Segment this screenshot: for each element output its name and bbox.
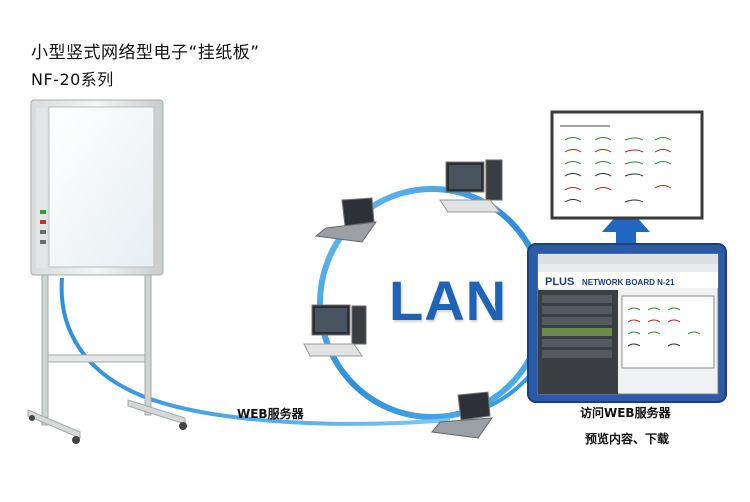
preview-download-label: 预览内容、下载 [585,430,669,447]
tablet-device [528,244,726,402]
browser-product-name: NETWORK BOARD N-21 [582,278,675,287]
lan-label: LAN [389,268,507,333]
laptop-icon [316,198,376,242]
access-server-label: 访问WEB服务器 [580,404,671,421]
desktop-computer-icon [304,305,366,356]
browser-brand: PLUS [545,276,574,288]
projected-board-screen [552,112,702,218]
copyboard-device [28,100,187,444]
desktop-computer-icon [440,160,502,212]
web-server-label: WEB服务器 [237,405,304,422]
